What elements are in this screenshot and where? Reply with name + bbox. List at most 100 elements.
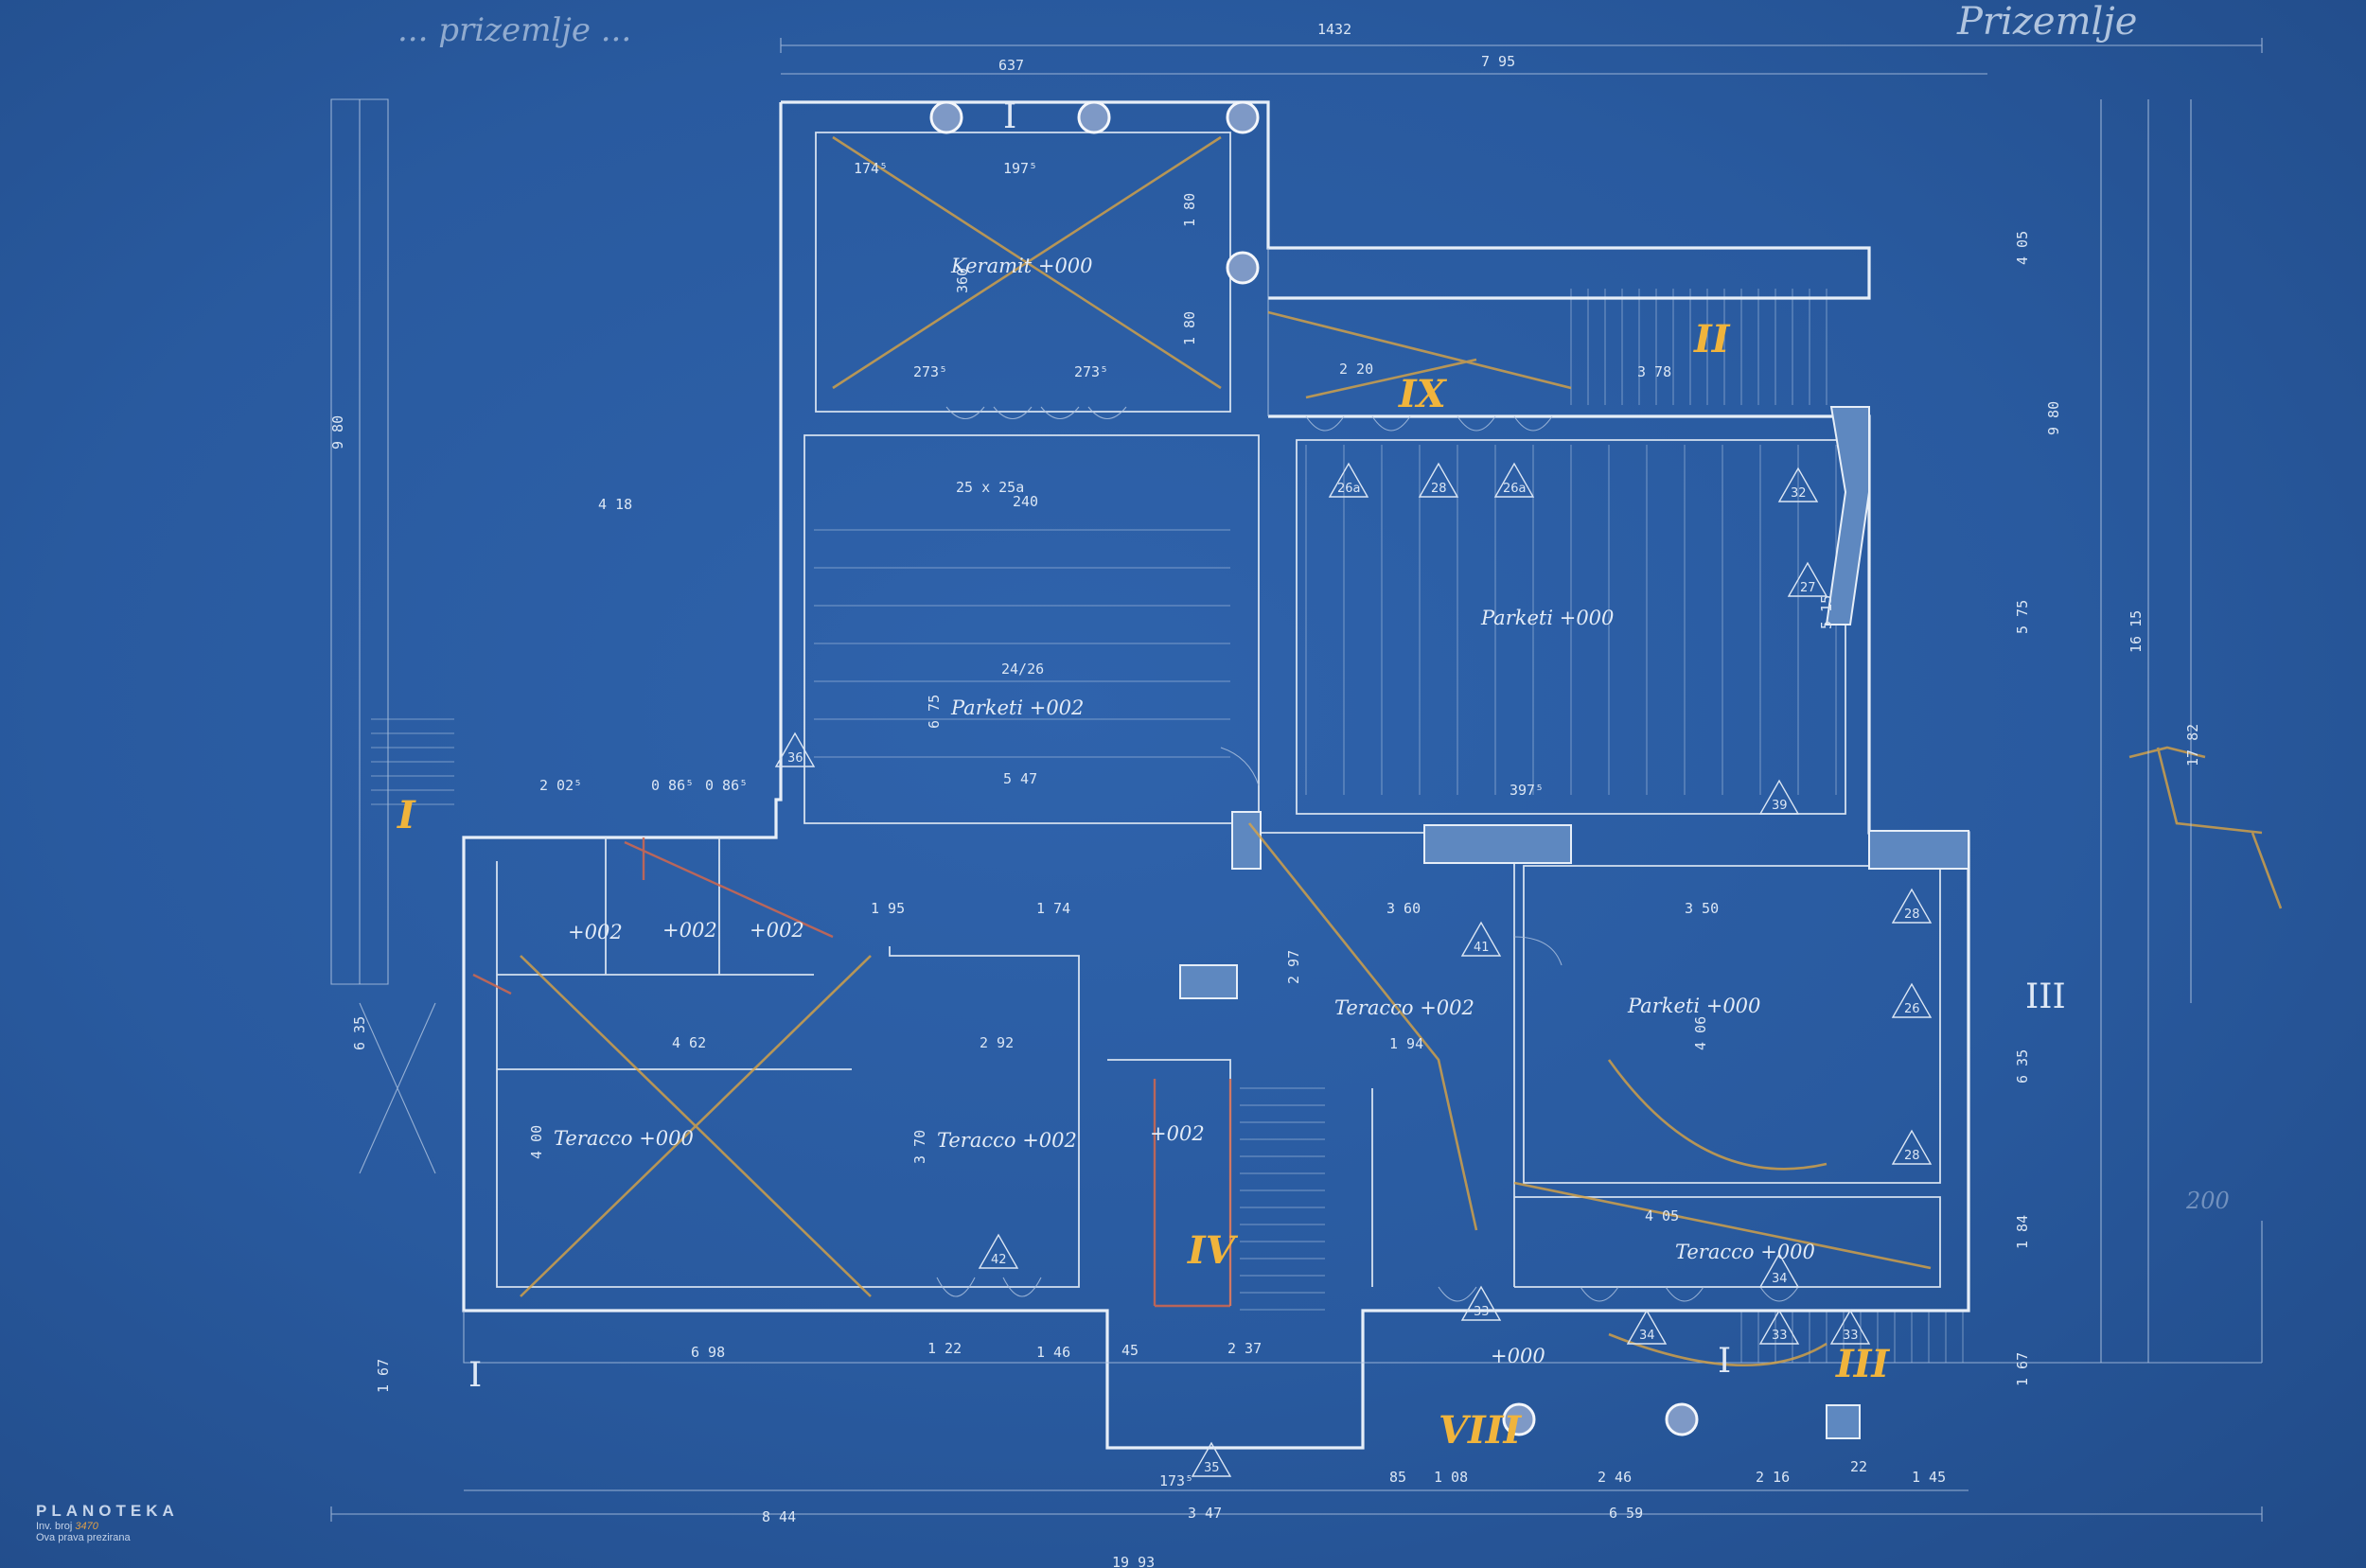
dim-202: 2 02⁵ (539, 777, 582, 794)
dim-24-26: 24/26 (1001, 661, 1044, 678)
dim-145: 1 45 (1912, 1469, 1946, 1486)
mark-iii-south: III (1835, 1342, 1890, 1386)
svg-text:28: 28 (1904, 1149, 1920, 1163)
dim-400: 4 00 (528, 1125, 545, 1159)
dim-197: 197⁵ (1003, 160, 1037, 177)
roman-section-marks: II I IX III IV VIII III I I I (397, 97, 2066, 1453)
room-small-3: +002 (750, 919, 804, 942)
svg-text:28: 28 (1431, 482, 1447, 496)
dim-406: 4 06 (1692, 1016, 1709, 1050)
dim-85: 85 (1389, 1469, 1406, 1486)
room-parketi-west: Parketi +002 (950, 696, 1084, 719)
dim-194: 1 94 (1389, 1035, 1423, 1052)
dim-462: 4 62 (672, 1034, 706, 1051)
dim-146: 1 46 (1036, 1344, 1070, 1361)
svg-text:34: 34 (1639, 1329, 1655, 1343)
stamp-inv-row: Inv. broj 3470 (36, 1521, 179, 1532)
mark-viii: VIII (1439, 1408, 1522, 1453)
dim-bottom-total: 19 93 (1112, 1554, 1155, 1568)
marker-triangles: 26a 28 26a 27 41 42 32 28 26 28 39 35 33… (774, 462, 1933, 1477)
dim-237: 2 37 (1227, 1340, 1262, 1357)
sheet-title-left: ... prizemlje ... (397, 11, 632, 49)
dim-far-right: 17 82 (2184, 724, 2201, 766)
room-terrace: +000 (1491, 1345, 1545, 1367)
dim-180a: 1 80 (1181, 193, 1198, 227)
dim-547: 5 47 (1003, 770, 1037, 787)
dim-360: 360 (954, 268, 971, 293)
svg-text:42: 42 (991, 1253, 1007, 1267)
mark-ix: IX (1398, 372, 1448, 416)
stamp-inv-number: 3470 (75, 1520, 98, 1532)
dim-292: 2 92 (980, 1034, 1014, 1051)
dim-220: 2 20 (1339, 361, 1373, 378)
dim-right-d: 1 84 (2014, 1215, 2031, 1249)
svg-text:32: 32 (1791, 486, 1807, 501)
central-stair-treads (1240, 1087, 1325, 1311)
stamp-inv-label: Inv. broj (36, 1520, 73, 1532)
svg-text:34: 34 (1772, 1272, 1788, 1286)
dim-216: 2 16 (1756, 1469, 1790, 1486)
dim-45: 45 (1121, 1342, 1139, 1359)
svg-text:26a: 26a (1337, 482, 1361, 496)
dim-350: 3 50 (1685, 900, 1719, 917)
svg-text:28: 28 (1904, 907, 1920, 922)
dim-173: 173⁵ (1159, 1472, 1193, 1489)
archive-stamp: PLANOTEKA Inv. broj 3470 Ova prava prezi… (36, 1502, 179, 1543)
dim-top-left: 637 (998, 57, 1024, 74)
dim-195: 1 95 (871, 900, 905, 917)
dim-top-right: 7 95 (1481, 53, 1515, 70)
mark-i-west: I (397, 793, 416, 837)
door-swings (936, 406, 1799, 1302)
parquet-lines (814, 445, 1837, 795)
dim-86b: 0 86⁵ (705, 777, 748, 794)
dim-370: 3 70 (911, 1130, 928, 1164)
svg-text:41: 41 (1474, 941, 1490, 955)
room-teracco-hall: Teracco +002 (1334, 996, 1474, 1019)
svg-text:39: 39 (1772, 799, 1788, 813)
dim-left-lower: 6 35 (351, 1016, 368, 1050)
dim-25x25a: 25 x 25a (956, 479, 1024, 496)
svg-text:26: 26 (1904, 1002, 1920, 1016)
stamp-title: PLANOTEKA (36, 1502, 179, 1520)
sheet-title-right: Prizemlje (1957, 0, 2138, 44)
dim-right-c: 6 35 (2014, 1049, 2031, 1084)
dim-122: 1 22 (927, 1340, 962, 1357)
left-stair-hatch (371, 718, 454, 805)
dim-240: 240 (1013, 493, 1038, 510)
mark-iii-east: III (2025, 978, 2066, 1016)
dim-418: 4 18 (598, 496, 632, 513)
dim-right-b: 5 75 (2014, 600, 2031, 634)
dim-bottom-mid: 3 47 (1188, 1505, 1222, 1522)
dim-174: 174⁵ (854, 160, 888, 177)
svg-text:26a: 26a (1503, 482, 1527, 496)
stamp-footer: Ova prava prezirana (36, 1531, 131, 1543)
dim-bottom-left: 8 44 (762, 1508, 796, 1525)
dim-273b: 273⁵ (1074, 363, 1108, 380)
svg-text:33: 33 (1474, 1305, 1490, 1319)
dim-698: 6 98 (691, 1344, 725, 1361)
room-parketi-east: Parketi +000 (1480, 607, 1614, 629)
svg-text:35: 35 (1204, 1461, 1220, 1475)
mark-i-top: I (1003, 97, 1016, 136)
svg-text:33: 33 (1843, 1329, 1859, 1343)
room-parketi-south: Parketi +000 (1627, 995, 1760, 1017)
room-keramit: Keramit +000 (950, 255, 1093, 277)
dim-675: 6 75 (926, 695, 943, 729)
svg-text:36: 36 (787, 751, 803, 766)
svg-text:33: 33 (1772, 1329, 1788, 1343)
dim-left-total: 9 80 (329, 415, 346, 449)
dim-273a: 273⁵ (913, 363, 947, 380)
room-teracco-south: Teracco +000 (1675, 1241, 1815, 1263)
dim-246: 2 46 (1598, 1469, 1632, 1486)
building-walls (330, 98, 2263, 1450)
room-teracco-west: Teracco +000 (554, 1127, 694, 1150)
dim-405: 4 05 (1645, 1207, 1679, 1224)
mark-i-south-east: I (1718, 1342, 1731, 1381)
dim-174b: 1 74 (1036, 900, 1070, 917)
dim-378: 3 78 (1637, 363, 1671, 380)
dim-right-e: 1 67 (2014, 1352, 2031, 1386)
dim-right-total: 9 80 (2045, 401, 2062, 435)
room-small-1: +002 (568, 921, 623, 943)
mark-ii: II (1693, 317, 1731, 361)
